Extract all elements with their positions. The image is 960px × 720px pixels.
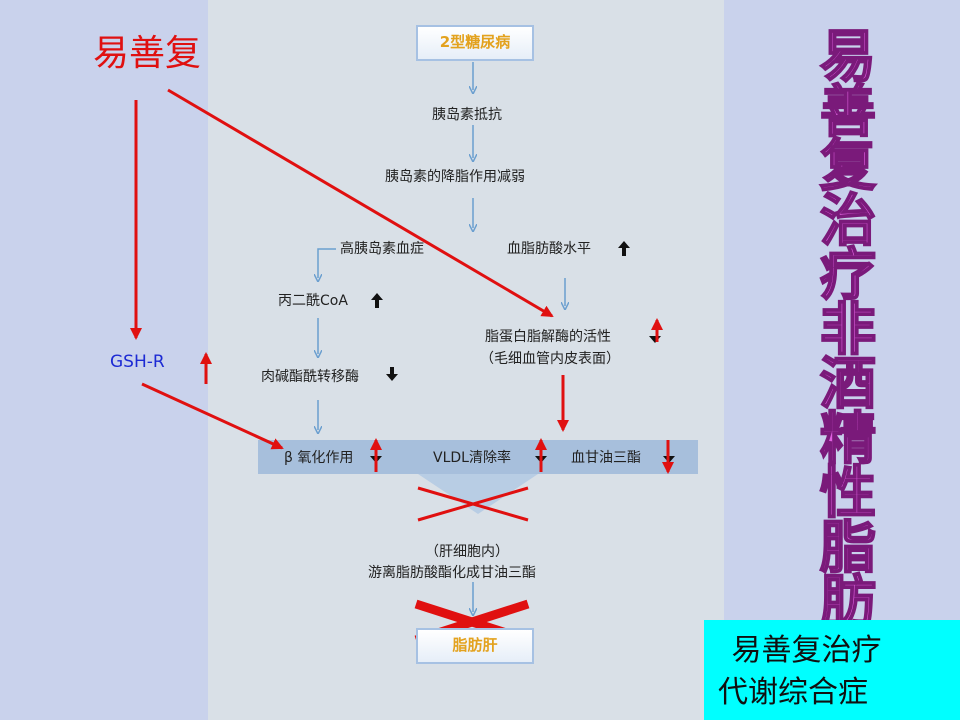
hyperinsulinemia-node: 高胰岛素血症 [340, 241, 424, 257]
liver-cell-node: （肝细胞内） [425, 544, 509, 560]
box-line-2: 代谢综合症 [718, 675, 868, 710]
blood-fatty-acid-node: 血脂肪酸水平 [507, 241, 591, 257]
gsh-r-label: GSH-R [110, 352, 165, 372]
outcome-band [258, 440, 698, 474]
vertical-title-char: 非 [819, 296, 877, 363]
vertical-title: 易 善 复 治 疗 非 酒 精 性 脂 肪 肝 [808, 24, 888, 685]
vertical-title-char: 疗 [819, 242, 877, 308]
diagram-panel [208, 0, 724, 720]
lipoprotein-lipase-node: 脂蛋白脂解酶的活性 [485, 329, 611, 345]
metabolic-syndrome-box: 易善复治疗 代谢综合症 [704, 620, 960, 720]
type2-diabetes-box: 2型糖尿病 [416, 25, 534, 61]
insulin-lipid-weaken-node: 胰岛素的降脂作用减弱 [385, 169, 525, 185]
vertical-title-char: 复 [819, 133, 877, 199]
vldl-clearance-node: VLDL清除率 [433, 450, 511, 466]
fatty-acid-esterification-node: 游离脂肪酸酯化成甘油三酯 [368, 565, 536, 581]
lipoprotein-lipase-location: （毛细血管内皮表面） [480, 351, 620, 367]
malonyl-coa-node: 丙二酰CoA [278, 293, 348, 309]
blood-triglyceride-node: 血甘油三酯 [571, 450, 641, 466]
vertical-title-char: 性 [819, 460, 877, 526]
vertical-title-char: 脂 [819, 514, 877, 581]
vertical-title-char: 易 [819, 24, 877, 90]
vertical-title-char: 精 [819, 405, 877, 472]
vertical-title-char: 治 [819, 187, 877, 254]
vertical-title-char: 善 [819, 78, 877, 145]
carnitine-transferase-node: 肉碱酯酰转移酶 [261, 369, 359, 385]
vertical-title-char: 酒 [819, 351, 877, 417]
box-line-1: 易善复治疗 [722, 633, 882, 668]
insulin-resistance-node: 胰岛素抵抗 [432, 107, 502, 123]
fatty-liver-box: 脂肪肝 [416, 628, 534, 664]
beta-oxidation-node: β 氧化作用 [284, 450, 354, 466]
drug-title: 易善复 [93, 33, 202, 74]
